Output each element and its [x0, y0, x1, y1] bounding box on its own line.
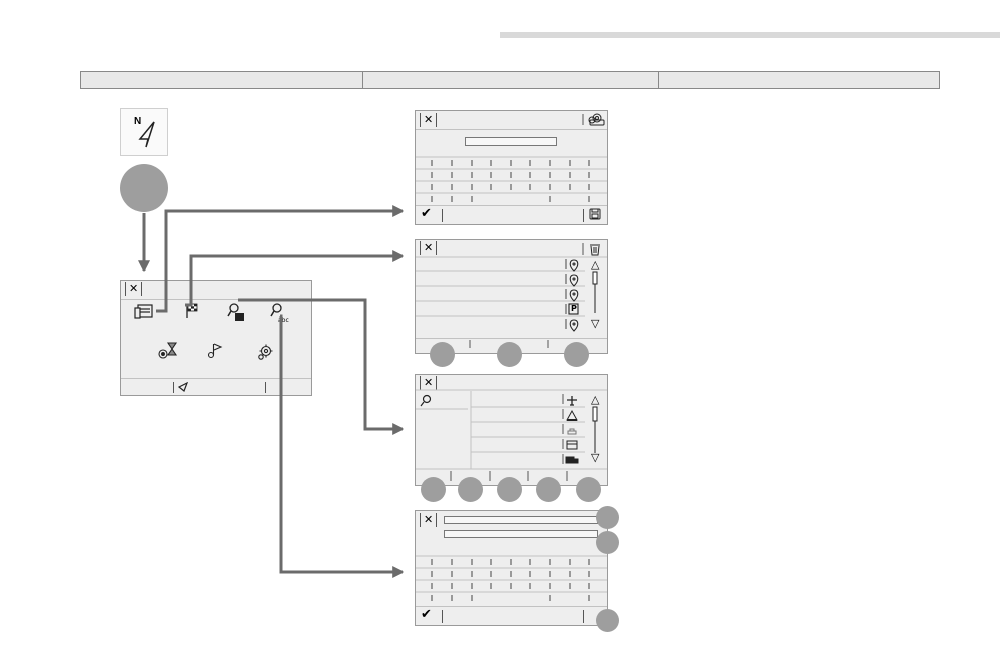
arrow-to-address	[279, 314, 405, 578]
arrow-to-poi	[238, 298, 405, 435]
menu-title-bar: ✕	[121, 281, 311, 300]
bar-divider	[173, 382, 174, 393]
list-rows[interactable]	[416, 270, 585, 317]
destination-screen: ✕ ✔	[415, 110, 608, 225]
header-cell	[81, 72, 363, 88]
title-bar-rule	[416, 129, 607, 130]
keyboard-rows	[416, 555, 607, 593]
navigation-arrow-icon	[138, 121, 155, 148]
scroll-up-button[interactable]: △	[591, 258, 600, 271]
poi-screen: ✕ △ ▽	[415, 374, 608, 486]
poi-category-icons[interactable]	[562, 394, 579, 464]
category-list-frame	[416, 391, 607, 470]
search-icon[interactable]	[420, 394, 432, 407]
step-marker	[120, 164, 168, 212]
search-abc-icon[interactable]	[270, 303, 282, 317]
scroll-down-button[interactable]: ▽	[591, 451, 600, 464]
north-label: N	[134, 116, 142, 127]
navigation-list-icon[interactable]	[134, 304, 153, 319]
keyboard-keys[interactable]	[431, 160, 590, 202]
globe-settings-icon[interactable]	[582, 113, 605, 126]
scrollbar[interactable]	[592, 271, 598, 313]
tab-dividers	[450, 471, 568, 481]
bar-divider	[442, 209, 443, 222]
confirm-button[interactable]: ✔	[421, 607, 432, 622]
step-marker	[596, 609, 619, 632]
keyboard-rows	[416, 156, 607, 194]
search-poi-icon[interactable]	[227, 303, 244, 321]
destination-input[interactable]	[465, 137, 557, 146]
menu-bottom-bar	[121, 378, 311, 396]
scrollbar[interactable]	[592, 406, 598, 453]
arrow-to-destination	[156, 205, 405, 313]
step-marker	[596, 531, 619, 554]
close-button[interactable]: ✕	[420, 376, 438, 390]
close-button[interactable]: ✕	[420, 513, 438, 527]
close-button[interactable]: ✕	[125, 282, 143, 296]
bar-divider	[583, 610, 584, 623]
location-pin-icon[interactable]	[565, 259, 579, 332]
audio-flag-icon[interactable]	[207, 343, 223, 359]
header-cell	[363, 72, 659, 88]
top-rule	[500, 32, 1000, 38]
save-icon[interactable]	[589, 208, 601, 220]
search-abc-label: abc	[278, 317, 289, 324]
tab-dividers	[469, 340, 549, 348]
saved-places-screen: ✕ P △ ▽	[415, 239, 608, 354]
confirm-button[interactable]: ✔	[421, 206, 432, 221]
scroll-up-button[interactable]: △	[591, 393, 600, 406]
gear-icon[interactable]	[258, 344, 273, 360]
settings-hourglass-icon[interactable]	[158, 342, 178, 359]
step-marker	[458, 477, 483, 502]
step-marker	[497, 342, 522, 367]
step-marker	[596, 506, 619, 529]
step-marker	[421, 477, 446, 502]
bar-divider	[265, 382, 266, 393]
bar-divider	[583, 209, 584, 222]
close-button[interactable]: ✕	[420, 113, 438, 127]
confirm-bar: ✔	[416, 606, 607, 626]
navigation-arrow-icon[interactable]	[178, 382, 188, 392]
tab-bar	[416, 338, 607, 339]
step-marker	[536, 477, 561, 502]
compass-button[interactable]: N	[120, 108, 168, 156]
flow-arrows	[138, 205, 405, 578]
street-input[interactable]	[444, 530, 598, 538]
step-marker	[576, 477, 601, 502]
parking-label: P	[571, 304, 577, 313]
step-marker	[430, 342, 455, 367]
keyboard-keys[interactable]	[431, 559, 590, 601]
bar-divider	[442, 610, 443, 623]
step-marker	[497, 477, 522, 502]
close-button[interactable]: ✕	[420, 241, 438, 255]
delete-icon[interactable]	[582, 243, 600, 256]
header-table-row	[80, 71, 940, 89]
step-marker	[564, 342, 589, 367]
arrow-to-list	[185, 250, 405, 307]
confirm-bar: ✔	[416, 205, 607, 225]
scroll-down-button[interactable]: ▽	[591, 317, 600, 330]
